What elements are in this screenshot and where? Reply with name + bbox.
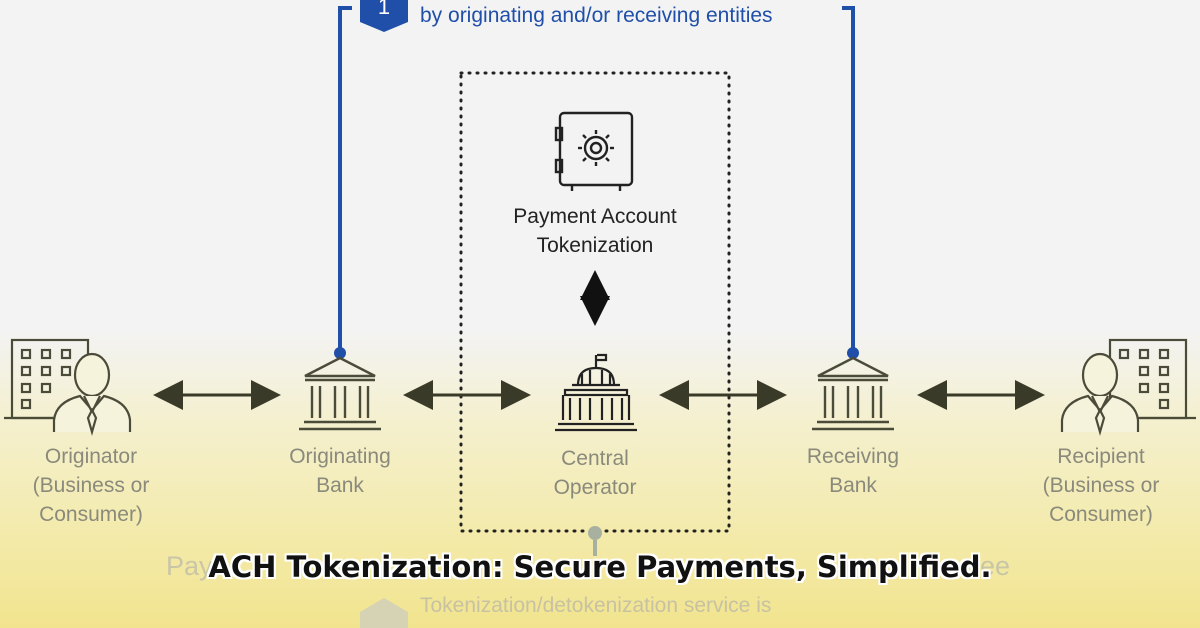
central-operator-label: Central Operator (553, 447, 637, 499)
recipient-label: Recipient (Business or Consumer) (1042, 445, 1160, 526)
originator-person-icon (52, 352, 132, 437)
ghost-text-right: ee (980, 551, 1011, 581)
tokenization-label: Payment Account Tokenization (513, 205, 677, 257)
step-badge-icon (360, 0, 408, 32)
top-note-text: by originating and/or receiving entities (420, 4, 773, 27)
capitol-icon (555, 353, 637, 432)
originating-bank-icon (299, 356, 381, 431)
tokenization-dotted-box (459, 71, 731, 533)
originating-bank-label: Originating Bank (289, 445, 391, 497)
receiving-bank-label: Receiving Bank (806, 445, 900, 497)
receiving-bank-connector-dot (847, 347, 859, 359)
ghost-badge-icon (360, 598, 408, 628)
receiving-bank-icon (812, 356, 894, 431)
originator-label: Originator (Business or Consumer) (32, 445, 150, 526)
blue-bracket-connector (338, 6, 855, 353)
step-badge-number: 1 (377, 0, 391, 19)
headline-title: ACH Tokenization: Secure Payments, Simpl… (208, 550, 992, 584)
ghost-bottom-note: Tokenization/detokenization service is (420, 594, 772, 617)
box-bottom-dot (588, 526, 602, 540)
vault-icon (554, 111, 634, 191)
originator-building-icon (4, 338, 90, 420)
ghost-text-left: Pay (166, 551, 213, 581)
recipient-person-icon (1060, 352, 1140, 437)
originating-bank-connector-dot (334, 347, 346, 359)
